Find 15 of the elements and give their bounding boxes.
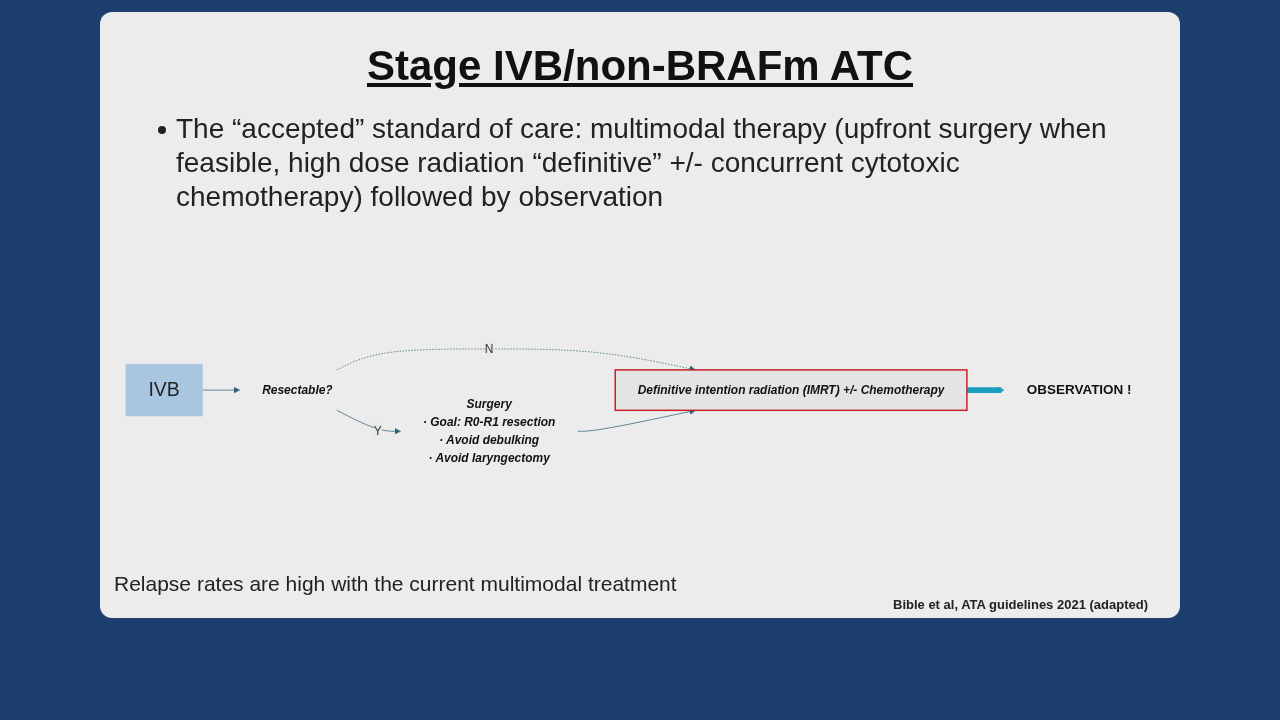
citation-text: Bible et al, ATA guidelines 2021 (adapted) [893, 597, 1148, 612]
node-label: · Avoid debulking [439, 433, 540, 447]
node-label: · Avoid laryngectomy [428, 451, 550, 465]
node-text: Resectable? [262, 383, 333, 397]
note-text: Relapse rates are high with the current multimodal treatment [114, 572, 677, 596]
edge-label: Y [373, 424, 382, 438]
node-box: IVB [125, 364, 203, 417]
slide-title: Stage IVB/non-BRAFm ATC [366, 42, 914, 90]
edge-label: N [484, 342, 494, 356]
node-text: Surgery [466, 397, 512, 411]
arrow [966, 387, 1005, 394]
node-text: OBSERVATION ! [1026, 382, 1132, 398]
bullet-text: The “accepted” standard of care: multimodal therapy (upfront surgery when feasible, high dose radiation “definitive” +/- concurrent cytotoxic chemotherapy) followed by observation [176, 112, 1108, 214]
node-label: · Goal: R0-R1 resection [422, 415, 556, 429]
node-box: Definitive intention radiation (IMRT) +/- Chemotherapy [614, 369, 968, 412]
